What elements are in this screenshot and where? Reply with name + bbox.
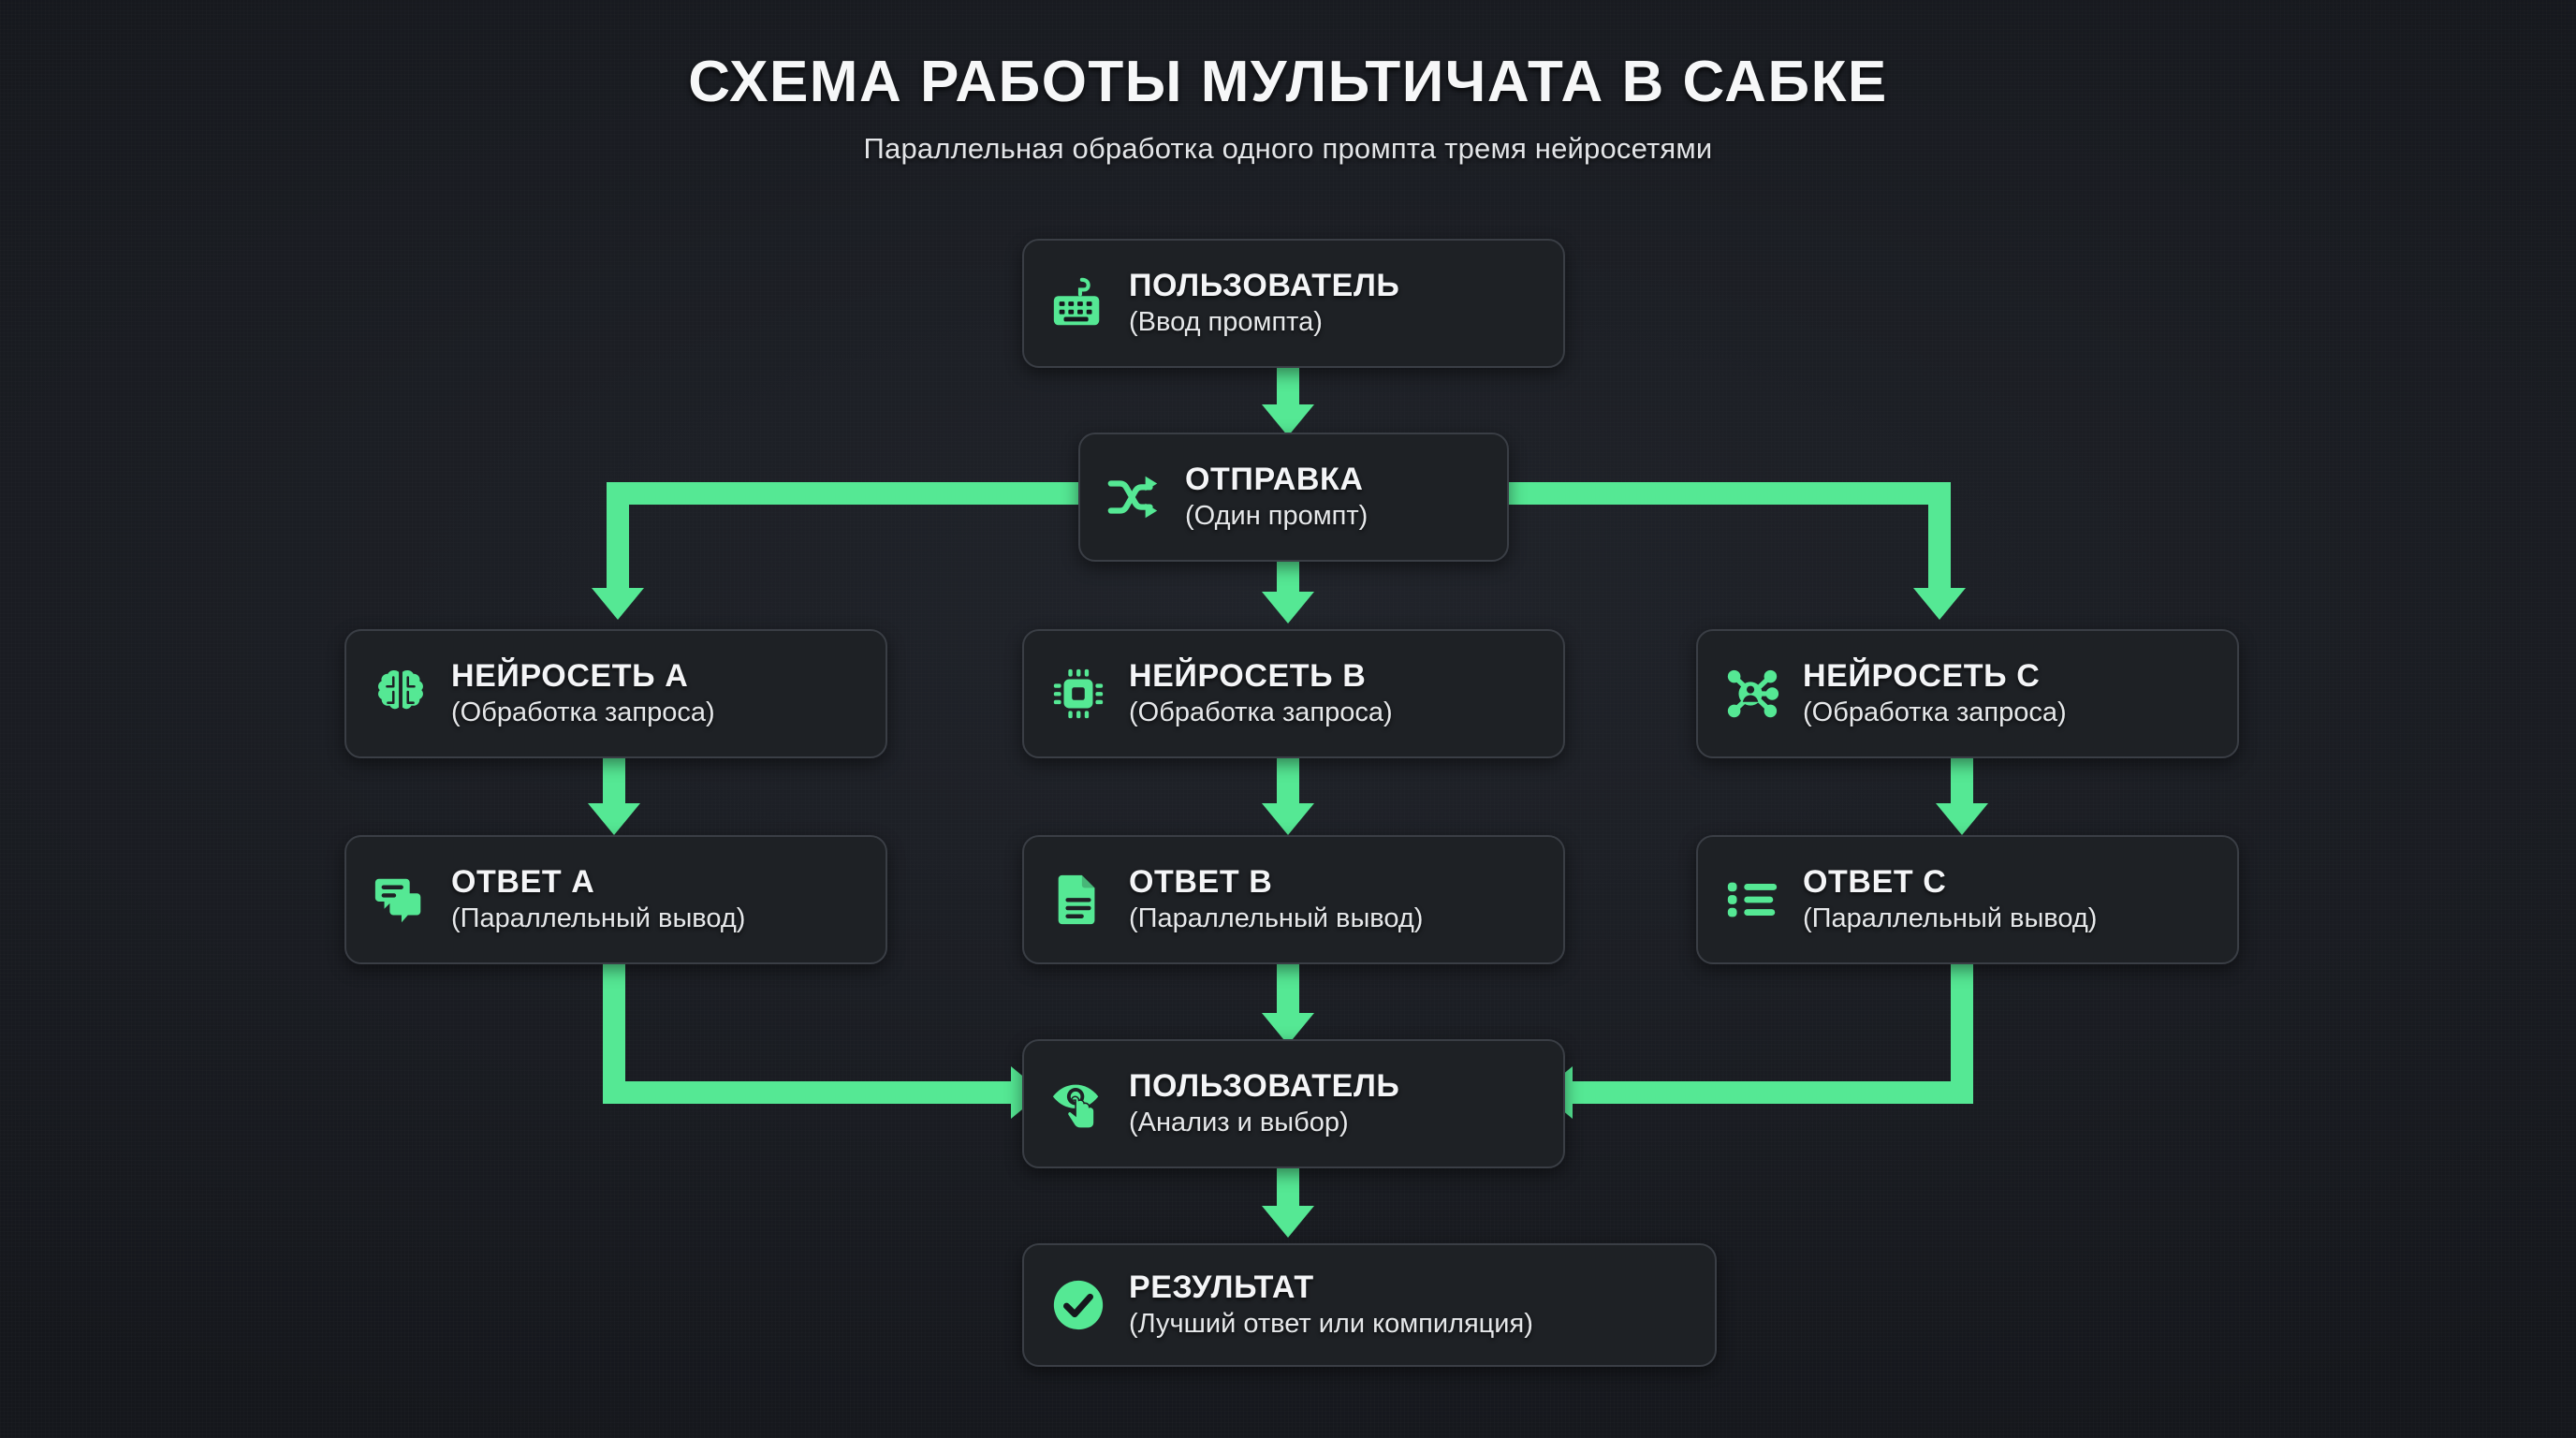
connector-user-to-send-arrow (1262, 404, 1314, 436)
connector-user-to-send-line (1277, 365, 1299, 412)
node-user-review[interactable]: ПОЛЬЗОВАТЕЛЬ (Анализ и выбор) (1022, 1039, 1565, 1168)
node-title: РЕЗУЛЬТАТ (1129, 1269, 1314, 1306)
check-circle-icon (1048, 1275, 1108, 1335)
connector-answer-c-merge-vertical (1951, 964, 1973, 1103)
connector-c-to-answer-arrow (1936, 803, 1988, 835)
eye-pointer-icon (1048, 1074, 1108, 1134)
node-network-b[interactable]: НЕЙРОСЕТЬ B (Обработка запроса) (1022, 629, 1565, 758)
connector-answer-a-merge-vertical (603, 964, 625, 1103)
keyboard-icon (1048, 273, 1108, 333)
node-title: ОТВЕТ C (1803, 864, 1947, 901)
node-answer-a[interactable]: ОТВЕТ A (Параллельный вывод) (344, 835, 887, 964)
node-title: ПОЛЬЗОВАТЕЛЬ (1129, 268, 1400, 304)
connector-send-to-a-vertical (607, 482, 629, 594)
connector-b-to-answer-arrow (1262, 803, 1314, 835)
node-title: ПОЛЬЗОВАТЕЛЬ (1129, 1068, 1400, 1105)
document-icon (1048, 870, 1108, 930)
node-title: НЕЙРОСЕТЬ C (1803, 658, 2041, 695)
diagram-header: СХЕМА РАБОТЫ МУЛЬТИЧАТА В САБКЕ Параллел… (0, 0, 2576, 166)
node-subtitle: (Параллельный вывод) (1803, 903, 2098, 934)
connector-answer-a-merge-horizontal (603, 1081, 1018, 1104)
node-title: ОТВЕТ A (451, 864, 595, 901)
chat-bubbles-icon (371, 870, 431, 930)
node-subtitle: (Обработка запроса) (1129, 697, 1393, 728)
node-title: ОТПРАВКА (1185, 462, 1364, 498)
node-title: ОТВЕТ B (1129, 864, 1273, 901)
node-network-a[interactable]: НЕЙРОСЕТЬ A (Обработка запроса) (344, 629, 887, 758)
page-title: СХЕМА РАБОТЫ МУЛЬТИЧАТА В САБКЕ (688, 50, 1888, 114)
connector-send-to-a-horizontal (607, 482, 1093, 505)
page-subtitle: Параллельная обработка одного промпта тр… (863, 132, 1713, 165)
node-network-c[interactable]: НЕЙРОСЕТЬ C (Обработка запроса) (1696, 629, 2239, 758)
node-subtitle: (Параллельный вывод) (451, 903, 746, 934)
connector-review-to-result-arrow (1262, 1206, 1314, 1238)
connector-a-to-answer-arrow (588, 803, 640, 835)
node-subtitle: (Лучший ответ или компиляция) (1129, 1309, 1533, 1340)
node-subtitle: (Ввод промпта) (1129, 307, 1323, 338)
connector-send-to-c-horizontal (1501, 482, 1951, 505)
connector-send-to-b-arrow (1262, 592, 1314, 624)
node-result[interactable]: РЕЗУЛЬТАТ (Лучший ответ или компиляция) (1022, 1243, 1717, 1367)
connector-send-to-c-arrow (1913, 588, 1966, 620)
connector-send-to-c-vertical (1928, 482, 1951, 594)
node-subtitle: (Обработка запроса) (1803, 697, 2067, 728)
node-answer-b[interactable]: ОТВЕТ B (Параллельный вывод) (1022, 835, 1565, 964)
bullet-list-icon (1722, 870, 1782, 930)
node-subtitle: (Обработка запроса) (451, 697, 715, 728)
network-nodes-icon (1722, 664, 1782, 724)
node-title: НЕЙРОСЕТЬ B (1129, 658, 1367, 695)
node-subtitle: (Один промпт) (1185, 501, 1368, 532)
node-user-input[interactable]: ПОЛЬЗОВАТЕЛЬ (Ввод промпта) (1022, 239, 1565, 368)
shuffle-arrows-icon (1105, 467, 1164, 527)
node-subtitle: (Анализ и выбор) (1129, 1108, 1349, 1138)
cpu-chip-icon (1048, 664, 1108, 724)
node-send[interactable]: ОТПРАВКА (Один промпт) (1078, 433, 1509, 562)
brain-icon (371, 664, 431, 724)
node-subtitle: (Параллельный вывод) (1129, 903, 1424, 934)
node-title: НЕЙРОСЕТЬ A (451, 658, 689, 695)
connector-answer-c-merge-horizontal (1573, 1081, 1973, 1104)
connector-send-to-a-arrow (592, 588, 644, 620)
node-answer-c[interactable]: ОТВЕТ C (Параллельный вывод) (1696, 835, 2239, 964)
